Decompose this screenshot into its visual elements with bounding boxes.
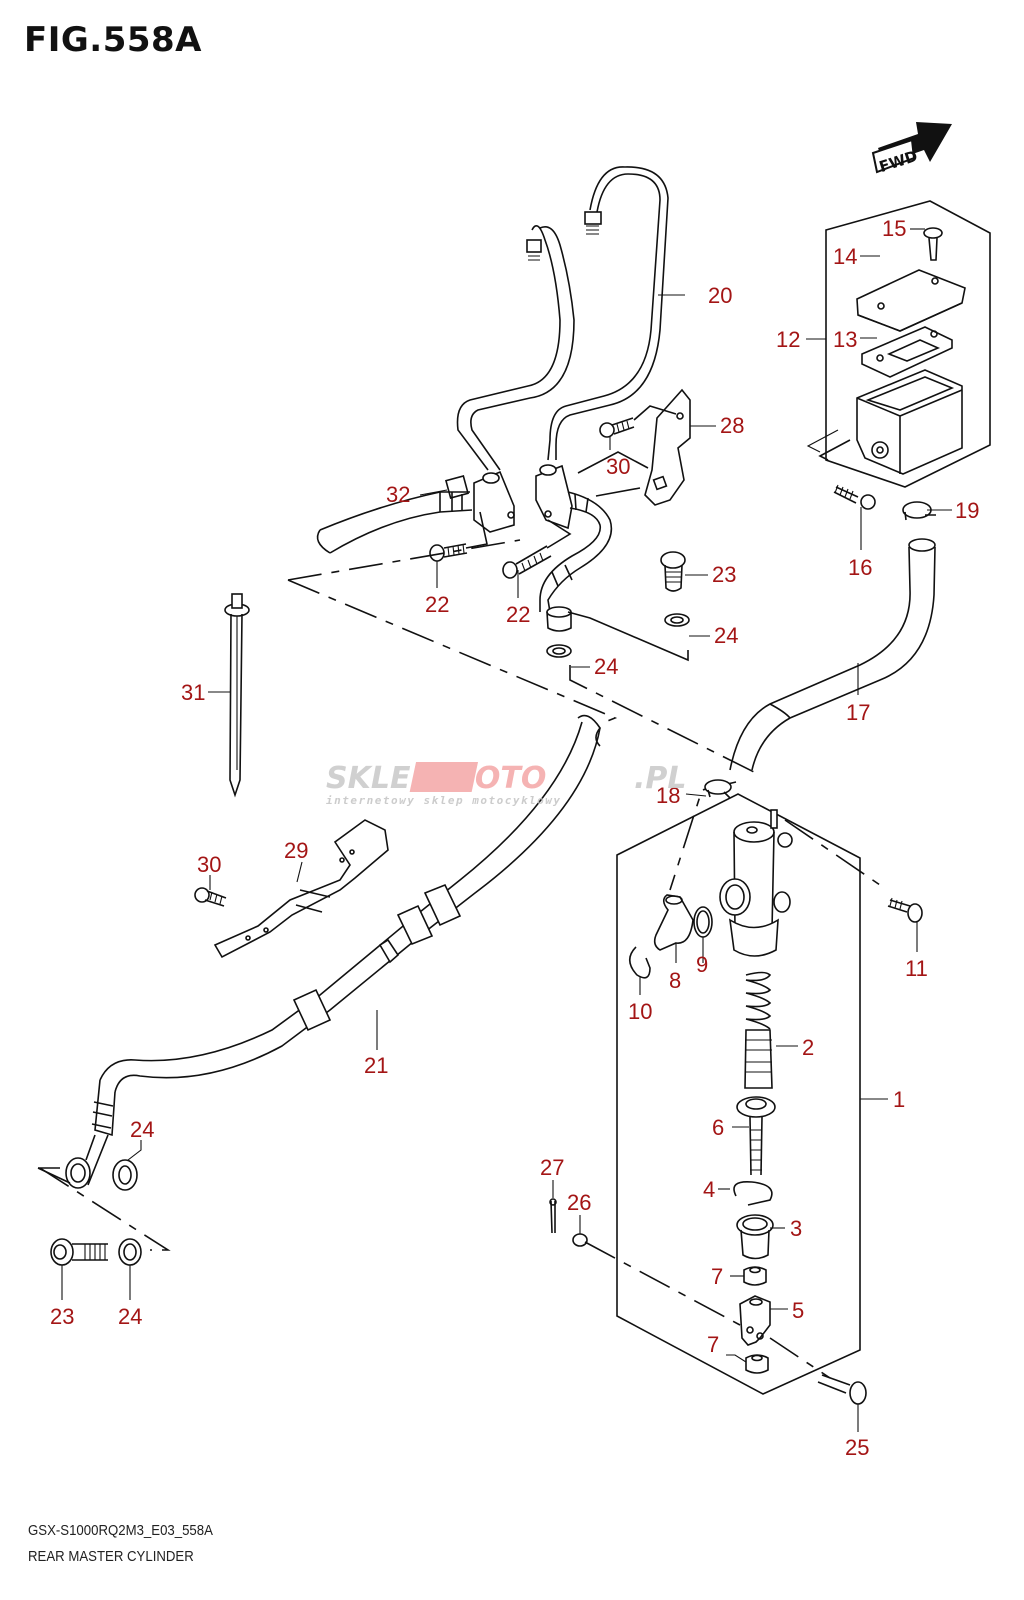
callout-18[interactable]: 18	[656, 783, 680, 808]
callout-23[interactable]: 23	[50, 1304, 74, 1329]
watermark-brand-part4: .PL	[634, 761, 687, 796]
callout-3[interactable]: 3	[790, 1216, 802, 1241]
callout-5[interactable]: 5	[792, 1298, 804, 1323]
callout-12[interactable]: 12	[776, 327, 800, 352]
callout-30[interactable]: 30	[197, 852, 221, 877]
bolt-icon	[194, 887, 227, 907]
watermark-tagline: internetowy sklep motocyklowy	[326, 794, 562, 807]
union-bolt-icon	[50, 1238, 108, 1266]
callout-25[interactable]: 25	[845, 1435, 869, 1460]
figure-title: FIG.558A	[24, 20, 202, 60]
figure-name: REAR MASTER CYLINDER	[28, 1548, 194, 1565]
callout-11[interactable]: 11	[905, 956, 928, 981]
bolt-icon	[833, 484, 876, 510]
brake-hose-icon	[65, 714, 601, 1189]
callout-27[interactable]: 27	[540, 1155, 564, 1180]
bolt-icon	[502, 545, 552, 579]
nut-icon	[743, 1266, 767, 1286]
callout-20[interactable]: 20	[708, 283, 732, 308]
union-bolt-icon	[660, 551, 686, 592]
hose-clamp-icon	[902, 501, 936, 521]
callout-22[interactable]: 22	[506, 602, 530, 627]
connector-icon	[653, 894, 694, 951]
boot-icon	[736, 1214, 774, 1260]
callout-19[interactable]: 19	[955, 498, 979, 523]
callout-1[interactable]: 1	[893, 1087, 905, 1112]
callout-labels: 1 2 3 4 5 6 7 7 8 9 10 11 12 13 14 15 16…	[50, 216, 979, 1460]
hose-guide-icon	[213, 819, 389, 959]
master-cylinder-group	[616, 793, 861, 1395]
reservoir-hose-icon	[729, 538, 936, 771]
leader-lines	[61, 228, 952, 1432]
circlip-icon	[733, 1180, 773, 1206]
master-cylinder-body-icon	[719, 809, 793, 957]
reservoir-body-icon	[856, 369, 963, 475]
callout-31[interactable]: 31	[181, 680, 205, 705]
gasket-icon	[664, 613, 690, 627]
callout-6[interactable]: 6	[712, 1115, 724, 1140]
callout-14[interactable]: 14	[833, 244, 857, 269]
callout-7[interactable]: 7	[707, 1332, 719, 1357]
callout-24[interactable]: 24	[714, 623, 738, 648]
callout-24[interactable]: 24	[118, 1304, 142, 1329]
clevis-joint-icon	[739, 1295, 771, 1346]
bracket-icon	[577, 388, 691, 506]
callout-17[interactable]: 17	[846, 700, 870, 725]
reservoir-cap-icon	[856, 269, 966, 332]
brake-pipe-icon	[456, 166, 669, 471]
cable-tie-icon	[224, 593, 250, 798]
spring-icon	[745, 971, 772, 1030]
callout-28[interactable]: 28	[720, 413, 744, 438]
gasket-icon	[546, 644, 572, 658]
callout-10[interactable]: 10	[628, 999, 652, 1024]
gasket-icon	[112, 1159, 138, 1191]
screw-icon	[923, 227, 943, 261]
callout-15[interactable]: 15	[882, 216, 906, 241]
callout-22[interactable]: 22	[425, 592, 449, 617]
figure-code: GSX-S1000RQ2M3_E03_558A	[28, 1522, 213, 1539]
washer-icon	[572, 1233, 588, 1247]
bolt-icon	[599, 417, 635, 438]
callout-16[interactable]: 16	[848, 555, 872, 580]
cotter-pin-icon	[550, 1200, 556, 1234]
bolt-icon	[429, 543, 468, 562]
callout-23[interactable]: 23	[712, 562, 736, 587]
callout-7[interactable]: 7	[711, 1264, 723, 1289]
watermark: SKLEP MOTO 46 .PL internetowy sklep moto…	[326, 761, 687, 807]
watermark-badge	[409, 762, 479, 792]
gasket-icon	[118, 1238, 142, 1266]
diaphragm-icon	[861, 326, 953, 378]
callout-24[interactable]: 24	[130, 1117, 154, 1142]
watermark-brand-part3: 46	[581, 761, 624, 796]
circlip-icon	[628, 946, 651, 979]
callout-9[interactable]: 9	[696, 952, 708, 977]
callout-30[interactable]: 30	[606, 454, 630, 479]
callout-4[interactable]: 4	[703, 1177, 715, 1202]
piston-icon	[744, 1029, 773, 1089]
pin-icon	[817, 1374, 851, 1394]
callout-13[interactable]: 13	[833, 327, 857, 352]
callout-24[interactable]: 24	[594, 654, 618, 679]
callout-29[interactable]: 29	[284, 838, 308, 863]
warning-label-icon	[444, 474, 470, 500]
callout-32[interactable]: 32	[386, 482, 410, 507]
callout-21[interactable]: 21	[364, 1053, 388, 1078]
hose-clamp-icon	[704, 779, 732, 799]
callout-26[interactable]: 26	[567, 1190, 591, 1215]
screw-icon	[887, 897, 923, 923]
nut-icon	[745, 1354, 769, 1374]
forward-arrow-icon: FWD	[871, 122, 952, 176]
callout-8[interactable]: 8	[669, 968, 681, 993]
brake-joint-icon	[473, 464, 573, 533]
reservoir-tank-group	[825, 200, 991, 488]
callout-2[interactable]: 2	[802, 1035, 814, 1060]
push-rod-icon	[736, 1096, 776, 1176]
